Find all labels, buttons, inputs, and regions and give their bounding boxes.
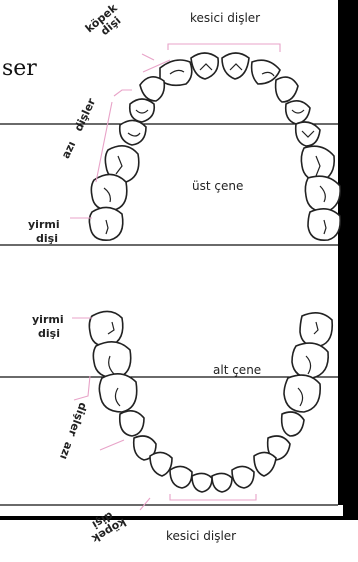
upper-wisdom-right — [307, 208, 342, 242]
lower-incisor-right-central — [211, 472, 233, 493]
upper-wisdom-grooves — [105, 219, 327, 235]
frame-bottom-gap — [0, 505, 343, 516]
lower-incisor-left-central — [191, 472, 213, 493]
fragment-text: ser — [2, 56, 37, 81]
lower-wisdom-label-line1: yirmi — [32, 313, 64, 326]
upper-canine-bracket — [141, 53, 171, 73]
upper-premolar-left-1 — [128, 98, 156, 123]
lower-incisor-left-lateral — [169, 465, 193, 489]
upper-premolar-right-2 — [294, 121, 321, 147]
lower-incisor-right-lateral — [231, 465, 255, 489]
upper-molars-label: azı dişler — [59, 96, 98, 161]
lower-premolar-right-1 — [280, 411, 305, 437]
upper-canine-label: köpek dişi — [83, 1, 124, 38]
upper-jaw: kesici dişler köpek dişi azı dişler yirm… — [28, 1, 342, 245]
lower-wisdom-grooves — [107, 321, 319, 335]
upper-jaw-label: üst çene — [192, 179, 243, 193]
upper-premolar-left-2 — [118, 119, 147, 146]
lower-jaw: yirmi dişi alt çene dişler azı köpek diş… — [32, 310, 334, 546]
upper-molars-label-line2: dişler — [72, 96, 99, 134]
lower-canine-right — [253, 451, 277, 477]
lower-incisor-bracket — [169, 494, 257, 501]
lower-molars-label-line1: dişler — [65, 401, 89, 439]
upper-incisors-label: kesici dişler — [190, 11, 260, 25]
upper-wisdom-label-line2: dişi — [36, 232, 58, 245]
upper-incisor-grooves — [169, 63, 275, 77]
upper-molar-right-2 — [304, 175, 342, 213]
upper-incisor-right-central — [221, 52, 250, 80]
upper-molar-bracket — [95, 89, 132, 183]
lower-molar-bracket — [73, 375, 125, 451]
upper-incisor-left-lateral — [159, 59, 193, 87]
lower-premolar-left-1 — [118, 410, 145, 437]
upper-wisdom-left — [88, 206, 124, 242]
upper-molar-grooves — [103, 155, 326, 203]
lower-molar-grooves — [108, 355, 312, 407]
lower-molars-label-line2: azı — [57, 440, 75, 461]
lower-canine-left — [149, 451, 173, 477]
lower-molar-left-2 — [98, 373, 138, 413]
lower-molars-label: dişler azı — [57, 401, 90, 461]
lower-canine-bracket — [139, 497, 151, 511]
upper-canine-left — [139, 76, 166, 102]
frame-right-bar — [338, 0, 358, 520]
upper-premolar-grooves — [127, 109, 315, 138]
upper-incisor-bracket — [167, 43, 281, 52]
lower-wisdom-label-line2: dişi — [38, 327, 60, 340]
upper-canine-right — [274, 76, 299, 103]
lower-wisdom-right — [299, 312, 334, 348]
upper-wisdom-label-line1: yirmi — [28, 218, 60, 231]
lower-molar-right-1 — [291, 342, 329, 379]
lower-incisors-label: kesici dişler — [166, 529, 236, 543]
lower-wisdom-left — [88, 310, 124, 348]
upper-molars-label-line1: azı — [59, 139, 78, 160]
lower-jaw-label: alt çene — [213, 363, 261, 377]
